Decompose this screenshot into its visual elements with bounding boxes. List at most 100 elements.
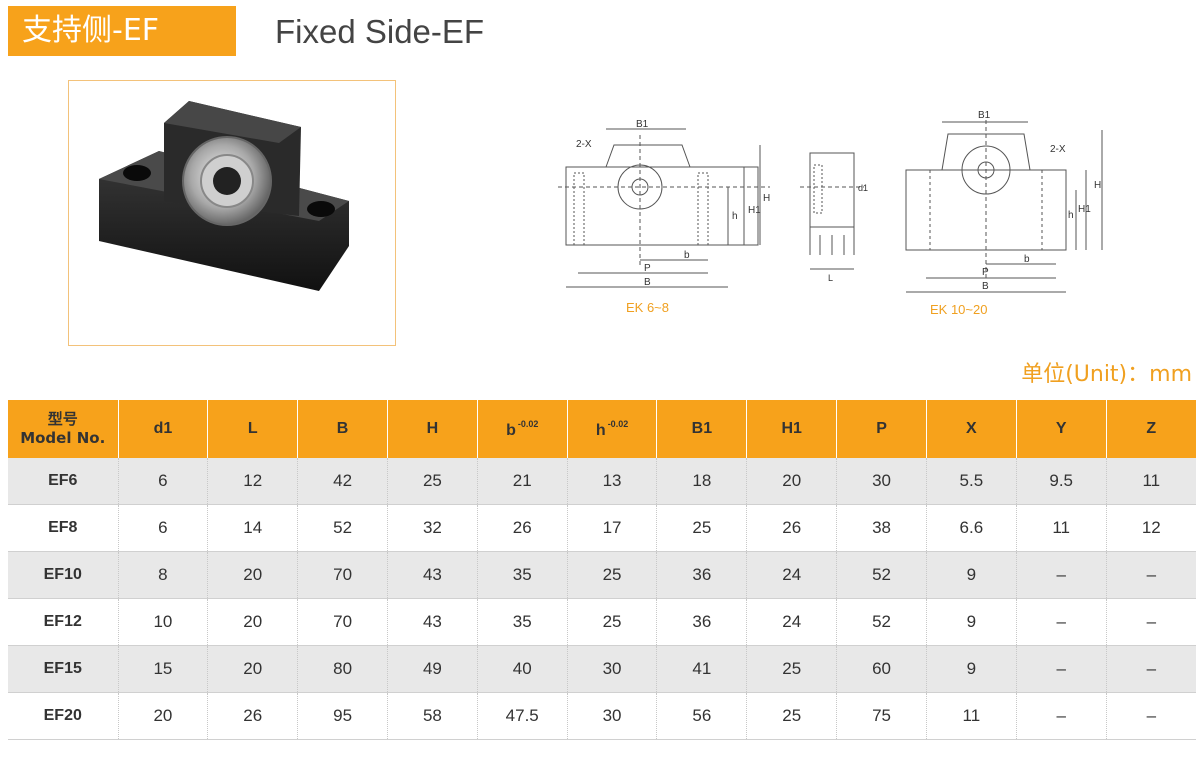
cell-value: 25	[567, 598, 658, 646]
technical-drawing-ek6-8: B1 2-X h H1 H b P B	[558, 119, 770, 288]
header-model: 型号 Model No.	[8, 400, 119, 458]
header-model-en: Model No.	[20, 429, 106, 447]
cell-value: 10	[118, 598, 209, 646]
cell-value: 9.5	[1016, 458, 1107, 505]
spec-table: 型号 Model No. d1 L B H b-0.02 h-0.02 B1 H…	[8, 400, 1196, 740]
cell-value: 36	[656, 551, 748, 599]
cell-value: 20	[746, 458, 838, 505]
cell-value: 52	[836, 551, 927, 599]
cell-value: 26	[477, 504, 568, 552]
cell-value: 47.5	[477, 692, 568, 740]
header-p: P	[836, 400, 927, 458]
cell-value: 6	[118, 458, 209, 505]
cell-value: 25	[387, 458, 478, 505]
header-h-height: H	[387, 400, 478, 458]
dim-label-h: h	[732, 211, 738, 222]
dim-label-height-large: H	[1094, 180, 1101, 191]
cell-value: 11	[926, 692, 1017, 740]
dim-label-width: B	[644, 277, 651, 288]
cell-value: 25	[656, 504, 748, 552]
dim-label-p: P	[644, 263, 651, 274]
cell-value: 30	[836, 458, 927, 505]
cell-value: 43	[387, 551, 478, 599]
product-photo	[68, 80, 396, 346]
cell-value: 26	[746, 504, 838, 552]
table-header-row: 型号 Model No. d1 L B H b-0.02 h-0.02 B1 H…	[8, 400, 1196, 458]
header-h: h-0.02	[567, 400, 658, 458]
cell-value: 9	[926, 551, 1017, 599]
dim-label-2x-large: 2-X	[1050, 144, 1066, 155]
dim-label-p-large: P	[982, 267, 989, 278]
cell-value: 24	[746, 598, 838, 646]
cell-value: 12	[207, 458, 299, 505]
cell-value: 58	[387, 692, 478, 740]
cell-value: 80	[297, 645, 388, 693]
cell-value: 5.5	[926, 458, 1017, 505]
unit-label: 单位(Unit)：mm	[1021, 362, 1192, 387]
cell-model: EF6	[8, 458, 119, 505]
header-y: Y	[1016, 400, 1107, 458]
cell-value: 52	[297, 504, 388, 552]
header-model-cn: 型号	[47, 410, 78, 428]
cell-value: –	[1106, 551, 1196, 599]
cell-model: EF8	[8, 504, 119, 552]
cell-value: 60	[836, 645, 927, 693]
technical-drawing-side-view: d1 L	[800, 152, 868, 283]
cell-value: 14	[207, 504, 299, 552]
cell-value: 15	[118, 645, 209, 693]
cell-value: 25	[567, 551, 658, 599]
cell-value: 35	[477, 598, 568, 646]
cell-value: 25	[746, 692, 838, 740]
cell-value: –	[1016, 692, 1107, 740]
cell-value: 25	[746, 645, 838, 693]
cell-value: –	[1106, 692, 1196, 740]
cell-value: 36	[656, 598, 748, 646]
header-d1: d1	[118, 400, 209, 458]
dim-label-length: L	[828, 273, 833, 283]
dim-label-d1: d1	[858, 183, 868, 193]
cell-value: 52	[836, 598, 927, 646]
header-b-width: B	[297, 400, 388, 458]
cell-value: 9	[926, 598, 1017, 646]
cell-value: 20	[207, 551, 299, 599]
cell-value: 38	[836, 504, 927, 552]
cell-value: 49	[387, 645, 478, 693]
cell-value: 20	[207, 645, 299, 693]
dim-label-2x: 2-X	[576, 139, 592, 150]
cell-value: 70	[297, 551, 388, 599]
cell-model: EF10	[8, 551, 119, 599]
bearing-block-image	[99, 101, 349, 291]
dim-label-width-large: B	[982, 281, 989, 292]
cell-value: 12	[1106, 504, 1196, 552]
dim-label-h-large: h	[1068, 210, 1074, 221]
cell-value: –	[1106, 645, 1196, 693]
caption-ek6-8: EK 6~8	[626, 300, 670, 315]
dim-label-h1-large: H1	[1078, 204, 1091, 215]
cell-value: 11	[1106, 458, 1196, 505]
cell-value: 9	[926, 645, 1017, 693]
title-chinese: 支持侧-EF	[8, 6, 236, 56]
cell-value: 18	[656, 458, 748, 505]
dim-label-b1: B1	[636, 119, 649, 130]
cell-value: 13	[567, 458, 658, 505]
cell-value: 24	[746, 551, 838, 599]
cell-value: 20	[207, 598, 299, 646]
cell-value: 35	[477, 551, 568, 599]
cell-model: EF12	[8, 598, 119, 646]
header-z: Z	[1106, 400, 1196, 458]
cell-value: –	[1016, 645, 1107, 693]
cell-value: 8	[118, 551, 209, 599]
technical-drawing-ek10-20: B1 2-X h H1 H b P B	[905, 110, 1103, 293]
cell-value: 6.6	[926, 504, 1017, 552]
cell-value: 43	[387, 598, 478, 646]
cell-model: EF20	[8, 692, 119, 740]
cell-value: 11	[1016, 504, 1107, 552]
header-b1: B1	[656, 400, 748, 458]
cell-value: 17	[567, 504, 658, 552]
